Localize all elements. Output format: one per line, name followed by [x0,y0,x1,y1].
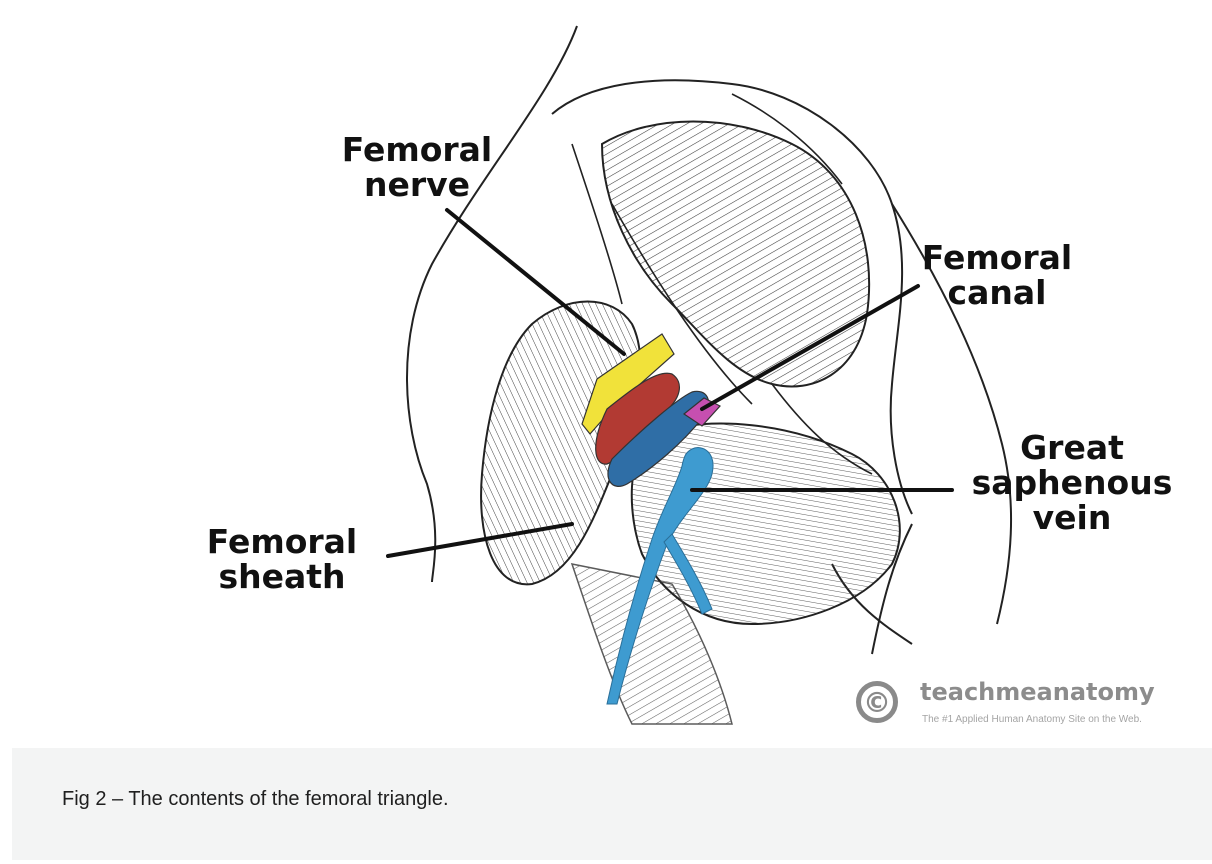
label-femoral-nerve-line-1: Femoral [341,130,493,169]
great-saphenous-vein-structure [606,447,714,705]
femoral-triangle-illustration: Femoral nerve Femoral canal Great saphen… [12,4,1212,748]
leader-femoral-sheath [386,522,574,558]
muscle-strands-bottom [570,563,733,725]
label-great-saphenous-vein-line-1: Great [1020,428,1124,467]
label-femoral-canal: Femoral canal [917,240,1077,310]
brand-tagline: The #1 Applied Human Anatomy Site on the… [922,714,1142,725]
label-femoral-sheath-line-2: sheath [218,557,346,596]
brand-name: teachmeanatomy [920,678,1155,706]
leader-lines [386,208,954,558]
label-femoral-sheath-line-1: Femoral [206,522,358,561]
label-femoral-nerve-line-2: nerve [363,165,471,204]
label-femoral-canal-line-2: canal [947,273,1047,312]
anatomy-drawing [386,25,1013,725]
brand-watermark: © teachmeanatomy The #1 Applied Human An… [856,678,1206,738]
label-femoral-canal-line-1: Femoral [921,238,1073,277]
label-great-saphenous-vein: Great saphenous vein [964,430,1180,535]
figure-card: Femoral nerve Femoral canal Great saphen… [12,4,1212,860]
label-great-saphenous-vein-line-3: vein [1032,498,1112,537]
skin-outline [406,25,1013,655]
figure-caption: Fig 2 – The contents of the femoral tria… [62,788,449,810]
label-great-saphenous-vein-line-2: saphenous [971,463,1173,502]
fascia-folds [571,93,873,475]
saphenous-tributary [663,533,713,615]
label-femoral-sheath: Femoral sheath [202,524,362,594]
copyright-icon: © [856,681,898,723]
leader-femoral-nerve [445,208,626,356]
muscle-mass-left [480,300,642,586]
leader-femoral-canal [700,284,920,411]
label-femoral-nerve: Femoral nerve [337,132,497,202]
muscle-mass-upper [600,120,871,388]
